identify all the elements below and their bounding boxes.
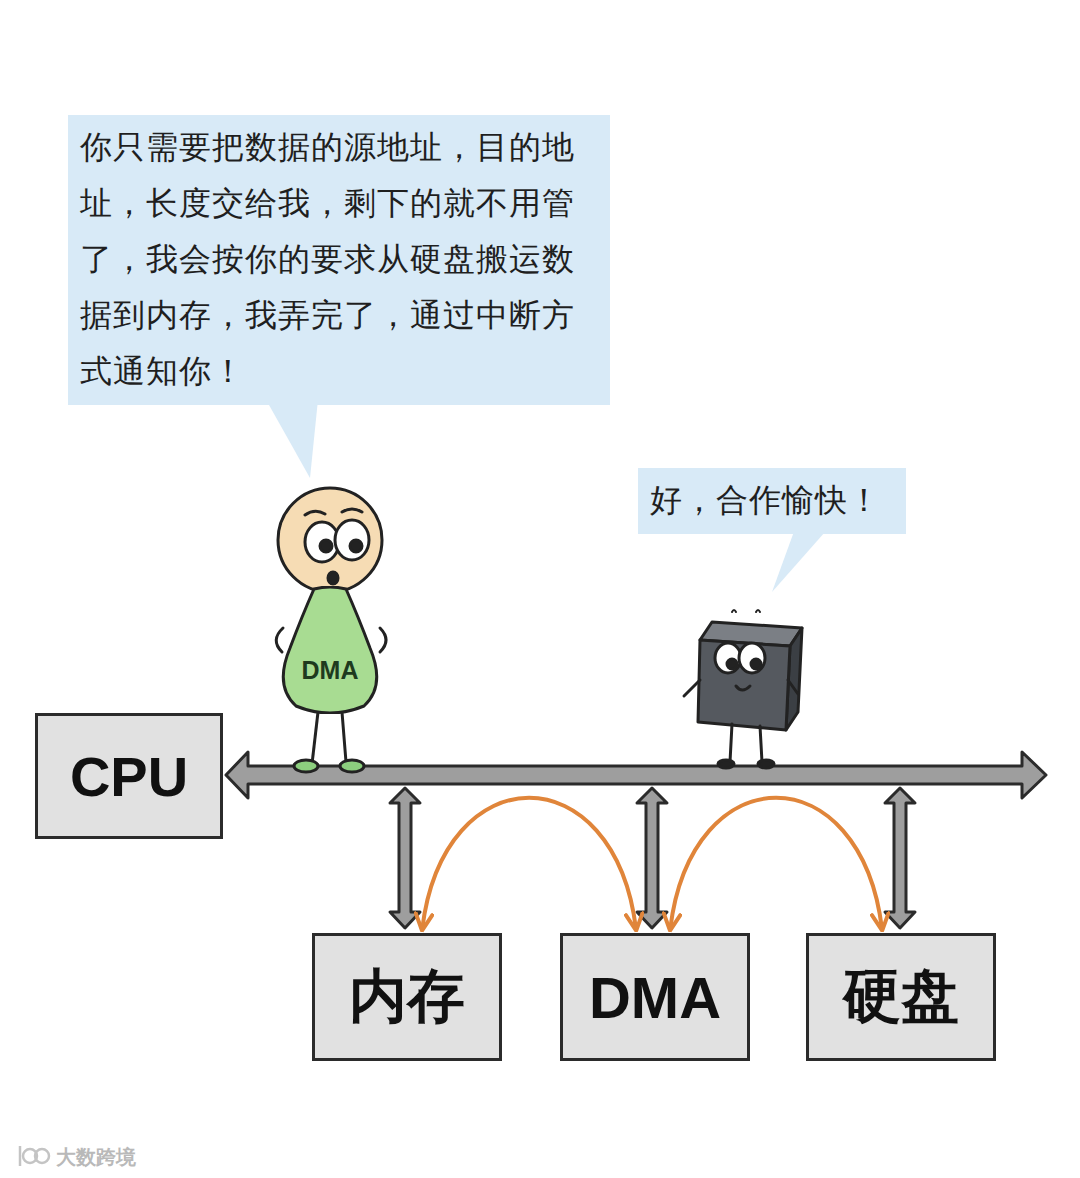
bus-link: [390, 788, 915, 928]
system-bus: [226, 752, 1046, 798]
speech-bubble: 你只需要把数据的源地址，目的地址，长度交给我，剩下的就不用管了，我会按你的要求从…: [68, 115, 610, 405]
watermark: 大数跨境: [56, 1144, 136, 1171]
watermark-icon: [20, 1146, 49, 1166]
node-text: 内存: [349, 958, 465, 1036]
shirt-shape: [274, 586, 386, 714]
node-text: 你只需要把数据的源地址，目的地址，长度交给我，剩下的就不用管了，我会按你的要求从…: [80, 119, 600, 399]
node-text: DMA: [302, 656, 359, 685]
person-character: [276, 488, 386, 772]
disk-box: 硬盘: [806, 933, 996, 1061]
node-text: DMA: [589, 964, 721, 1031]
data-flow-arrow: [422, 798, 636, 929]
node-text: 硬盘: [843, 958, 959, 1036]
cpu-box: CPU: [35, 713, 223, 839]
node-text: CPU: [70, 744, 188, 809]
memory-box: 内存: [312, 933, 502, 1061]
node-text: 好，合作愉快！: [650, 472, 896, 528]
dma-box: DMA: [560, 933, 750, 1061]
speech-bubble: 好，合作愉快！: [638, 468, 906, 534]
character-shirt: DMA: [274, 586, 386, 714]
chip-character: [684, 610, 802, 768]
data-flow-arrow: [670, 798, 882, 929]
